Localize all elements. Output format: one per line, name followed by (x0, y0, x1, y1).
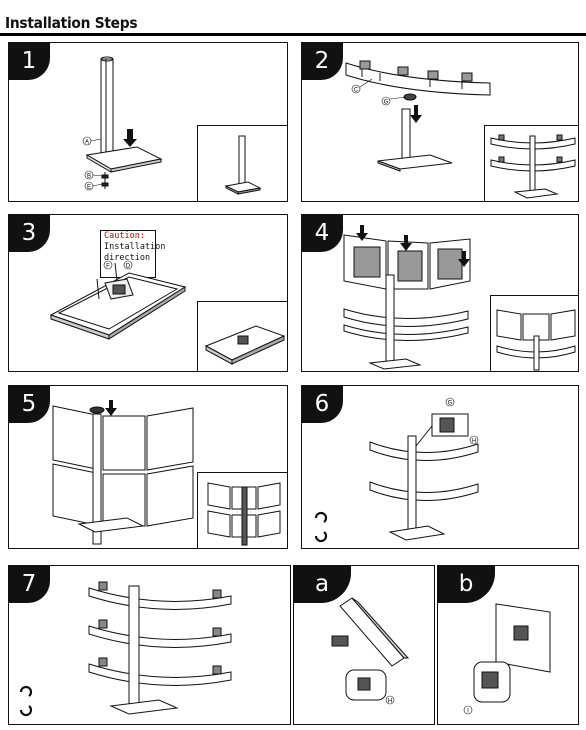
rotate-icons-7 (19, 685, 33, 717)
step2-callout-c: C (354, 88, 359, 94)
step-2-number: 2 (302, 43, 343, 80)
step-4-number: 4 (302, 215, 343, 252)
step-3-panel: 3 Caution: Installation direction F D (8, 214, 288, 372)
step-4-inset-drawing (496, 309, 576, 371)
step-a-illustration: H (331, 597, 410, 705)
step-4-panel: 4 (301, 214, 579, 372)
step-7-number: 7 (9, 566, 50, 603)
step-7-illustration (19, 581, 232, 717)
step-b-panel: b I (437, 565, 579, 725)
step-5-inset (197, 472, 287, 548)
caution-line-1: Installation (104, 242, 166, 252)
stepa-callout-h: H (388, 699, 392, 705)
step-1-inset (197, 125, 287, 201)
step-2-panel: 2 C G (301, 42, 579, 202)
step-5-inset-drawing (207, 482, 281, 546)
caution-title: Caution: (104, 231, 145, 241)
step2-callout-g: G (384, 100, 389, 106)
rotate-icons (314, 511, 328, 543)
step-2-illustration: C G (345, 60, 491, 172)
step-2-inset-drawing (490, 134, 576, 199)
caution-box: Caution: Installation direction (100, 230, 166, 278)
step1-callout-e: E (87, 185, 91, 191)
step-a-letter: a (294, 566, 351, 603)
step-1-inset-drawing (224, 135, 262, 195)
step-1-number: 1 (9, 43, 50, 80)
step1-callout-b: B (87, 174, 91, 180)
step6-callout-g: G (448, 401, 453, 407)
step-5-illustration (52, 400, 194, 545)
step3-callout-d: D (126, 264, 131, 270)
caution-line-2: direction (104, 253, 151, 263)
step-1-panel: 1 A B E (8, 42, 288, 202)
page-title: Installation Steps (5, 14, 138, 32)
step-4-illustration (343, 225, 471, 370)
step-7-panel: 7 (8, 565, 291, 725)
step-5-panel: 5 (8, 385, 288, 549)
step-1-illustration: A B E (82, 56, 163, 191)
step-a-panel: a H (293, 565, 435, 725)
step-6-number: 6 (302, 386, 343, 423)
title-underline (0, 33, 586, 36)
step-3-number: 3 (9, 215, 50, 252)
step-6-panel: 6 G H (301, 385, 579, 549)
step-3-illustration: F D (49, 260, 187, 340)
step-2-inset (484, 125, 578, 201)
step-b-illustration: I (463, 603, 551, 715)
step1-callout-a: A (85, 140, 89, 146)
step3-callout-f: F (106, 264, 110, 270)
step-3-inset (197, 301, 287, 371)
stepb-callout-i: I (467, 709, 469, 715)
step-3-inset-drawing (204, 325, 286, 365)
step6-callout-h: H (472, 439, 476, 445)
step-6-illustration: G H (314, 397, 479, 543)
step-5-number: 5 (9, 386, 50, 423)
step-4-inset (490, 295, 578, 371)
